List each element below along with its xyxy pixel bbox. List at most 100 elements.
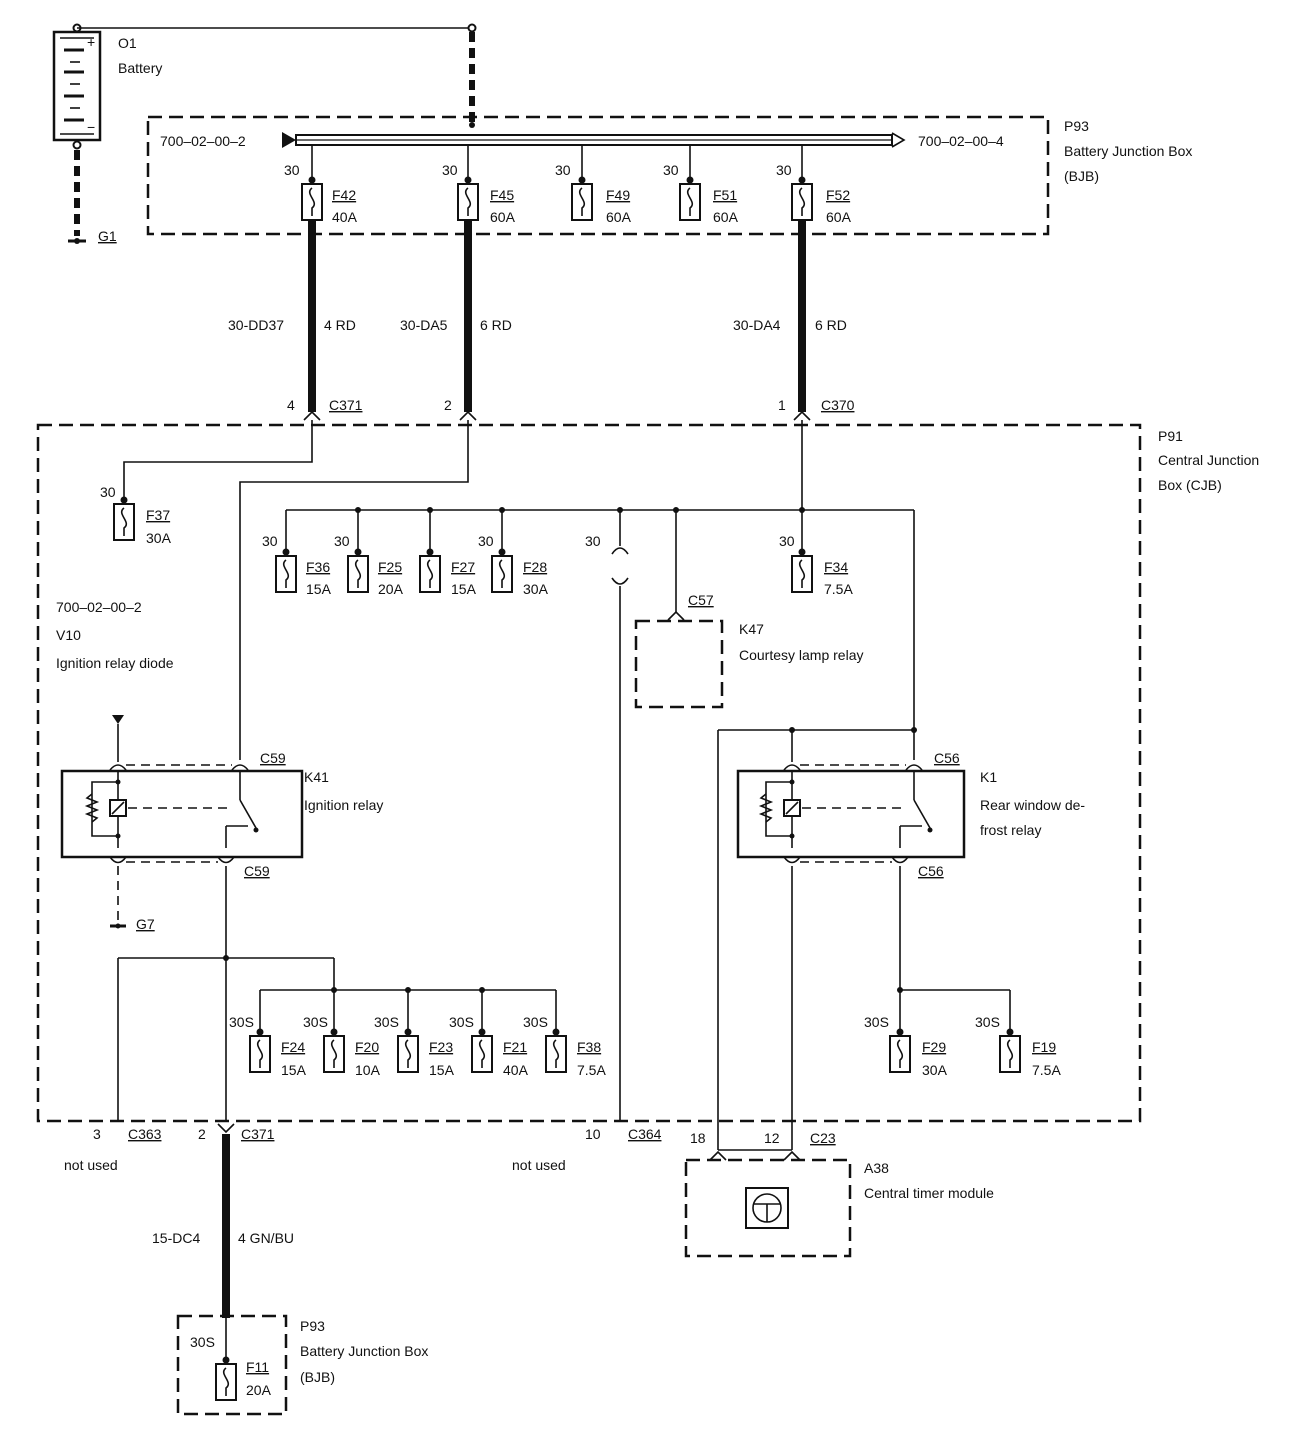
fuse-f37-term: 30 xyxy=(100,484,116,500)
fuse-f24-rating: 15A xyxy=(281,1062,307,1078)
k41-conn-bottom: C59 xyxy=(244,863,270,879)
battery-id: O1 xyxy=(118,35,137,51)
ground-g1-label: G1 xyxy=(98,228,117,244)
fuse-f51-rating: 60A xyxy=(713,209,739,225)
wire-da4-size: 6 RD xyxy=(815,317,847,333)
fuse-f38-rating: 7.5A xyxy=(577,1062,606,1078)
fuse-f11-id: F11 xyxy=(246,1359,269,1375)
fuse-f25-id: F25 xyxy=(378,559,402,575)
c363-pin: 3 xyxy=(93,1126,101,1142)
k41-relay-internals xyxy=(84,764,259,864)
wire-k41-output xyxy=(117,866,557,1122)
c364-label: C364 xyxy=(628,1126,662,1142)
ground-g1-icon xyxy=(68,238,86,244)
k1-name-line2: frost relay xyxy=(980,822,1041,838)
bjb-busbar xyxy=(282,122,906,148)
fuse-f34-id: F34 xyxy=(824,559,848,575)
a38-id: A38 xyxy=(864,1160,889,1176)
fuse-f20-id: F20 xyxy=(355,1039,379,1055)
a38-name: Central timer module xyxy=(864,1185,994,1201)
fuse-f28-term: 30 xyxy=(478,533,494,549)
k47-conn: C57 xyxy=(688,592,714,608)
bjb-top-line2: (BJB) xyxy=(1064,168,1099,184)
fuse-f11-rating: 20A xyxy=(246,1382,272,1398)
fuse-f49-term: 30 xyxy=(555,162,571,178)
k41-relay-box xyxy=(60,769,304,859)
fuse-f37-rating: 30A xyxy=(146,530,172,546)
fuse-f19 xyxy=(999,1028,1021,1073)
battery-o1: + − xyxy=(52,23,477,150)
fuse-f19-term: 30S xyxy=(975,1014,1000,1030)
fuse-f52 xyxy=(791,176,813,221)
fuse-f20-rating: 10A xyxy=(355,1062,381,1078)
fuse-f37 xyxy=(113,496,135,541)
wire-dd37-circuit: 30-DD37 xyxy=(228,317,284,333)
wire-k1-feed xyxy=(717,727,917,1150)
k41-name: Ignition relay xyxy=(304,797,383,813)
fuse-f20-term: 30S xyxy=(303,1014,328,1030)
fuse-f21-rating: 40A xyxy=(503,1062,529,1078)
a38-pin-18: 18 xyxy=(690,1130,706,1146)
fuse-f25 xyxy=(347,548,369,593)
connector-c371-c370-marks xyxy=(303,410,811,421)
k1-relay-box xyxy=(736,769,966,859)
fuse-f52-id: F52 xyxy=(826,187,850,203)
c371-pin-2: 2 xyxy=(444,397,452,413)
k41-conn-top: C59 xyxy=(260,750,286,766)
diode-id: V10 xyxy=(56,627,81,643)
steering-wheel-icon xyxy=(745,1187,789,1229)
fuse-f45 xyxy=(457,176,479,221)
fuse-f21 xyxy=(471,1028,493,1073)
fuse-f28 xyxy=(491,548,513,593)
fuse-f38-id: F38 xyxy=(577,1039,601,1055)
c370-label: C370 xyxy=(821,397,855,413)
fuse-f51 xyxy=(679,176,701,221)
fuse-f38-term: 30S xyxy=(523,1014,548,1030)
k47-name: Courtesy lamp relay xyxy=(739,647,864,663)
wire-da4-circuit: 30-DA4 xyxy=(733,317,781,333)
fuse-f42 xyxy=(301,176,323,221)
k1-conn-top: C56 xyxy=(934,750,960,766)
fuse-f36-id: F36 xyxy=(306,559,330,575)
fuse-f42-id: F42 xyxy=(332,187,356,203)
fuse-f23-id: F23 xyxy=(429,1039,453,1055)
c363-note: not used xyxy=(64,1157,118,1173)
battery-plus: + xyxy=(87,34,95,50)
fuse-f24 xyxy=(249,1028,271,1073)
bjb-top-id: P93 xyxy=(1064,118,1089,134)
battery-minus: − xyxy=(87,119,95,135)
bjb-top-line1: Battery Junction Box xyxy=(1064,143,1192,159)
wire-k1-output xyxy=(791,866,1011,1150)
fuse-f28-id: F28 xyxy=(523,559,547,575)
fuse-f36-rating: 15A xyxy=(306,581,332,597)
fuse-f51-id: F51 xyxy=(713,187,737,203)
cjb-id: P91 xyxy=(1158,428,1183,444)
fuse-f29-term: 30S xyxy=(864,1014,889,1030)
fuse-f19-id: F19 xyxy=(1032,1039,1056,1055)
bjb-bottom-box xyxy=(176,1314,288,1416)
fuse-f29-id: F29 xyxy=(922,1039,946,1055)
fuse-f11 xyxy=(215,1356,237,1401)
wire-dc4-size: 4 GN/BU xyxy=(238,1230,294,1246)
fuse-f45-term: 30 xyxy=(442,162,458,178)
fuse-f11-term: 30S xyxy=(190,1334,215,1350)
ground-g7-icon xyxy=(110,923,126,929)
c371-bottom-pin: 2 xyxy=(198,1126,206,1142)
fuse-f23-rating: 15A xyxy=(429,1062,455,1078)
jumper-term: 30 xyxy=(585,533,601,549)
bjb-top-box xyxy=(146,115,1050,236)
fuse-f25-rating: 20A xyxy=(378,581,404,597)
k1-id: K1 xyxy=(980,769,997,785)
fuse-f25-term: 30 xyxy=(334,533,350,549)
k41-id: K41 xyxy=(304,769,329,785)
fuse-f27-rating: 15A xyxy=(451,581,477,597)
k1-relay-internals xyxy=(758,764,933,864)
c364-pin: 10 xyxy=(585,1126,601,1142)
bjb-fuse-feeds xyxy=(311,145,803,178)
fuse-f21-id: F21 xyxy=(503,1039,527,1055)
bjb-bottom-id: P93 xyxy=(300,1318,325,1334)
fuse-f42-rating: 40A xyxy=(332,209,358,225)
diode-name: Ignition relay diode xyxy=(56,655,174,671)
k47-connector-mark xyxy=(667,610,685,621)
